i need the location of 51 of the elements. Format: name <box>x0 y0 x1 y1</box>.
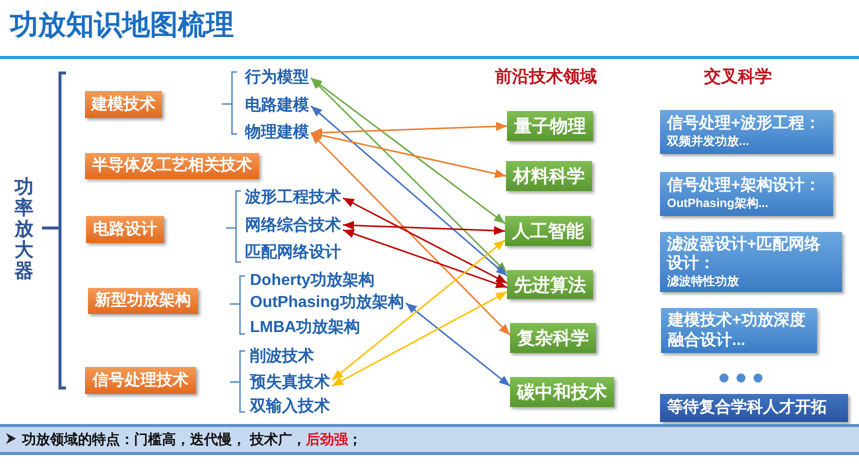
branch-label: 双输入技术 <box>250 397 330 417</box>
double-arrow <box>405 302 510 387</box>
branch-label: LMBA功放架构 <box>250 318 360 338</box>
field-box: 人工智能 <box>505 216 591 246</box>
double-arrow <box>310 130 506 178</box>
double-arrow <box>342 220 506 236</box>
double-arrow <box>332 291 508 387</box>
double-arrow <box>332 239 506 381</box>
double-arrow <box>310 132 511 336</box>
double-arrow <box>342 197 508 284</box>
branch-label: 预失真技术 <box>250 373 330 393</box>
column-heading: 交叉科学 <box>704 66 772 88</box>
branch-label: Doherty功放架构 <box>250 271 374 291</box>
branch-label: 网络综合技术 <box>245 216 341 236</box>
double-arrow <box>310 77 506 224</box>
category-box: 电路设计 <box>86 216 164 243</box>
card-heading: 信号处理+架构设计： <box>667 176 822 195</box>
field-box: 先进算法 <box>507 270 593 299</box>
double-arrow <box>310 77 508 274</box>
field-box: 材料科学 <box>506 161 592 191</box>
branch-label: 波形工程技术 <box>245 188 341 208</box>
card-heading: 滤波器设计+匹配网络设计： <box>667 235 822 273</box>
topic-card: 建模技术+功放深度融合设计... <box>661 308 817 353</box>
page-title: 功放知识地图梳理 <box>10 8 234 42</box>
card-text: OutPhasing架构... <box>667 195 770 211</box>
topic-card <box>660 232 842 292</box>
double-arrow <box>310 105 508 276</box>
card-heading: 信号处理+波形工程： <box>667 114 822 133</box>
column-heading: 前沿技术领域 <box>495 66 597 88</box>
category-box: 信号处理技术 <box>85 367 196 394</box>
branch-label: 匹配网络设计 <box>245 243 341 263</box>
field-box: 碳中和技术 <box>510 377 614 407</box>
field-box: 复杂科学 <box>510 323 596 353</box>
vertical-title: 功率放大器 <box>14 177 34 282</box>
double-arrow <box>310 122 508 138</box>
card-text: 滤波特性功放 <box>667 273 740 289</box>
category-box: 建模技术 <box>85 91 162 118</box>
topic-card <box>660 110 833 154</box>
note-text: 功放领域的特点：门槛高，迭代慢， 技术广，后劲强； <box>22 430 362 449</box>
double-arrow <box>342 229 508 288</box>
topic-card: 等待复合学科人才开拓 <box>660 394 848 422</box>
field-box: 量子物理 <box>507 111 593 141</box>
branch-label: 物理建模 <box>245 123 309 143</box>
card-text: 双频并发功放... <box>667 133 750 149</box>
category-box: 新型功放架构 <box>88 288 198 314</box>
branch-label: 削波技术 <box>250 347 314 367</box>
category-box: 半导体及工艺相关技术 <box>85 153 259 179</box>
branch-label: OutPhasing功放架构 <box>250 293 404 313</box>
branch-label: 电路建模 <box>245 96 309 116</box>
topic-card <box>660 172 833 216</box>
branch-label: 行为模型 <box>245 68 309 88</box>
